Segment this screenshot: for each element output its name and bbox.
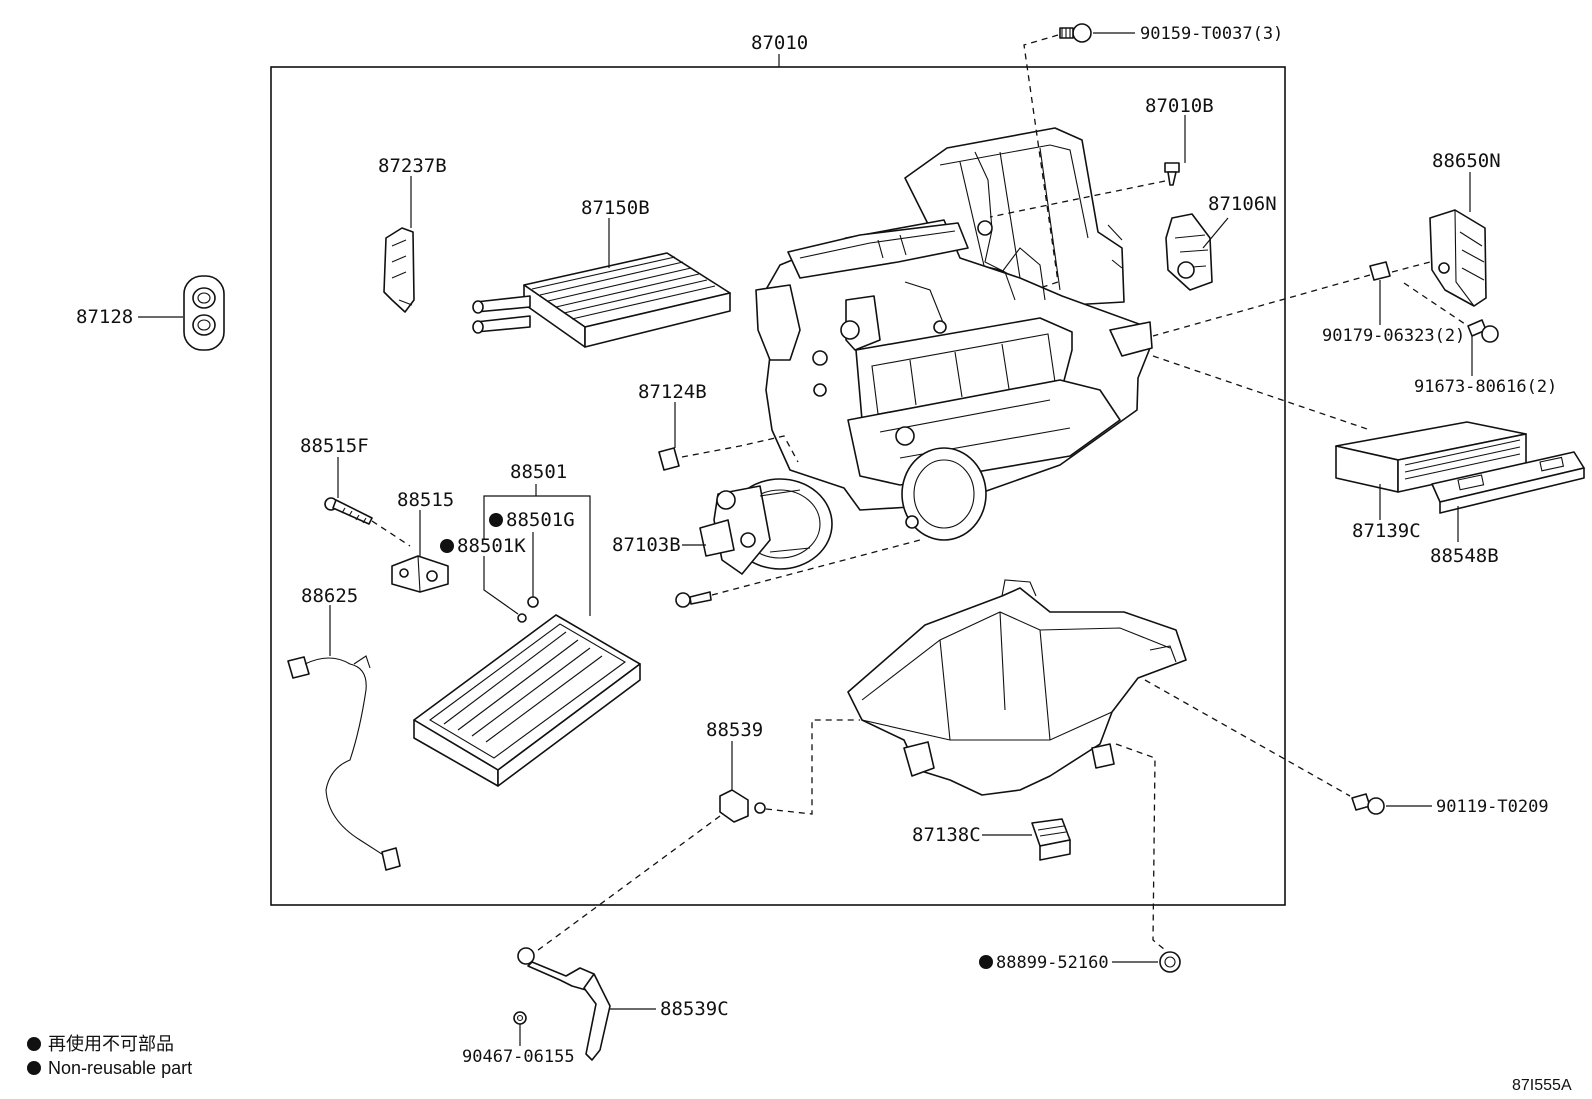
part-88899-52160[interactable] <box>1159 951 1181 973</box>
label-88539C[interactable]: 88539C <box>660 998 729 1020</box>
label-88650N[interactable]: 88650N <box>1432 150 1501 172</box>
part-87106N[interactable] <box>1165 213 1213 291</box>
legend-bullet-en <box>27 1061 41 1075</box>
figure-code: 87I555A <box>1512 1077 1572 1094</box>
part-87138C[interactable] <box>1031 818 1071 861</box>
part-90179-06323[interactable] <box>1369 261 1391 281</box>
label-88501K[interactable]: 88501K <box>457 535 526 557</box>
label-90179-06323[interactable]: 90179-06323(2) <box>1322 326 1465 346</box>
label-87124B[interactable]: 87124B <box>638 381 707 403</box>
label-88625[interactable]: 88625 <box>301 585 358 607</box>
label-90159-T0037[interactable]: 90159-T0037(3) <box>1140 24 1283 44</box>
part-91673-80616[interactable] <box>1467 319 1499 343</box>
label-87010[interactable]: 87010 <box>751 32 808 54</box>
non-reusable-mark-88501G <box>489 513 503 527</box>
label-88899-52160[interactable]: 88899-52160 <box>996 953 1109 973</box>
non-reusable-mark-88899 <box>979 955 993 969</box>
label-87010B[interactable]: 87010B <box>1145 95 1214 117</box>
part-87010B[interactable] <box>1164 162 1180 186</box>
legend-english: Non-reusable part <box>48 1058 192 1078</box>
non-reusable-mark-88501K <box>440 539 454 553</box>
part-90467-06155[interactable] <box>513 1011 527 1025</box>
part-87150B[interactable] <box>472 252 731 348</box>
label-90119-T0209[interactable]: 90119-T0209 <box>1436 797 1549 817</box>
part-87103B[interactable] <box>699 478 833 575</box>
label-87103B[interactable]: 87103B <box>612 534 681 556</box>
part-88625[interactable] <box>287 655 401 871</box>
label-88501[interactable]: 88501 <box>510 461 567 483</box>
legend: 再使用不可部品 Non-reusable part <box>27 1034 192 1078</box>
label-88539[interactable]: 88539 <box>706 719 763 741</box>
part-88548B[interactable] <box>1431 451 1585 514</box>
part-88515F[interactable] <box>324 497 373 525</box>
part-88515[interactable] <box>391 555 449 593</box>
label-87139C[interactable]: 87139C <box>1352 520 1421 542</box>
part-90159-T0037[interactable] <box>1059 23 1092 43</box>
label-88501G[interactable]: 88501G <box>506 509 575 531</box>
part-88650N[interactable] <box>1429 209 1487 307</box>
legend-bullet-jp <box>27 1037 41 1051</box>
part-88539C[interactable] <box>517 947 611 1061</box>
label-87128[interactable]: 87128 <box>76 306 133 328</box>
part-lower-case[interactable] <box>847 579 1187 796</box>
part-90119-T0209[interactable] <box>1351 793 1385 815</box>
label-88515[interactable]: 88515 <box>397 489 454 511</box>
label-87150B[interactable]: 87150B <box>581 197 650 219</box>
legend-japanese: 再使用不可部品 <box>48 1034 174 1054</box>
part-heater-unit-housing[interactable] <box>755 127 1153 541</box>
assembly-frame <box>270 66 1286 906</box>
part-87128[interactable] <box>183 275 225 351</box>
label-91673-80616[interactable]: 91673-80616(2) <box>1414 377 1557 397</box>
part-87237B[interactable] <box>383 227 415 313</box>
label-88515F[interactable]: 88515F <box>300 435 369 457</box>
label-87138C[interactable]: 87138C <box>912 824 981 846</box>
label-88548B[interactable]: 88548B <box>1430 545 1499 567</box>
label-87237B[interactable]: 87237B <box>378 155 447 177</box>
part-88501-evaporator[interactable] <box>413 614 641 787</box>
part-blower-screw[interactable] <box>675 591 712 608</box>
label-87106N[interactable]: 87106N <box>1208 193 1277 215</box>
part-88539[interactable] <box>719 789 766 823</box>
part-87124B[interactable] <box>658 447 680 471</box>
label-90467-06155[interactable]: 90467-06155 <box>462 1047 575 1067</box>
